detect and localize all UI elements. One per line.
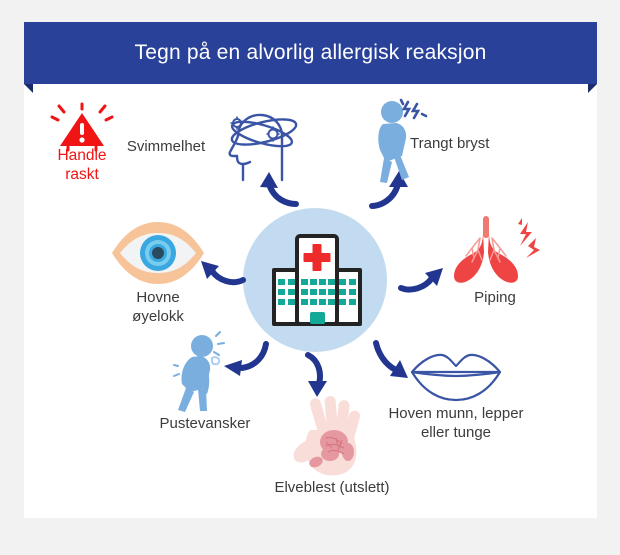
banner-fold-left — [24, 84, 33, 93]
symptom-label-wheezing: Piping — [474, 289, 516, 306]
arrow-to-mouth — [372, 340, 414, 384]
banner-fold-right — [588, 84, 597, 93]
warning-triangle-icon — [50, 102, 114, 152]
arrow-to-chest — [368, 168, 410, 210]
symptom-label-mouth: Hoven munn, lepper eller tunge — [388, 405, 524, 441]
page-title: Tegn på en alvorlig allergisk reaksjon — [134, 41, 487, 64]
dizzy-head-icon — [212, 106, 298, 184]
arrow-to-lungs — [398, 262, 447, 296]
lungs-icon — [450, 216, 542, 288]
symptom-label-dizziness: Svimmelhet — [126, 138, 206, 155]
symptom-label-chest: Trangt bryst — [410, 135, 490, 152]
swollen-eye-icon — [110, 222, 206, 284]
lips-icon — [408, 352, 504, 402]
symptom-label-eyelids: Hovne øyelokk — [132, 289, 184, 325]
alert-label-line1: Handle — [57, 147, 107, 164]
arrow-to-breathing — [220, 338, 269, 376]
chest-pain-person-icon — [372, 98, 428, 184]
alert-label-line2: raskt — [65, 166, 99, 183]
breathing-difficulty-person-icon — [172, 331, 230, 414]
symptom-label-hives: Elveblest (utslett) — [274, 479, 390, 496]
title-banner: Tegn på en alvorlig allergisk reaksjon — [24, 22, 597, 84]
hospital-icon — [272, 228, 362, 328]
arrow-to-eye — [199, 256, 246, 290]
hand-rash-icon — [286, 396, 366, 482]
arrow-to-dizziness — [258, 168, 300, 208]
arrow-to-hives — [300, 352, 334, 400]
symptom-label-breathing: Pustevansker — [159, 415, 251, 432]
